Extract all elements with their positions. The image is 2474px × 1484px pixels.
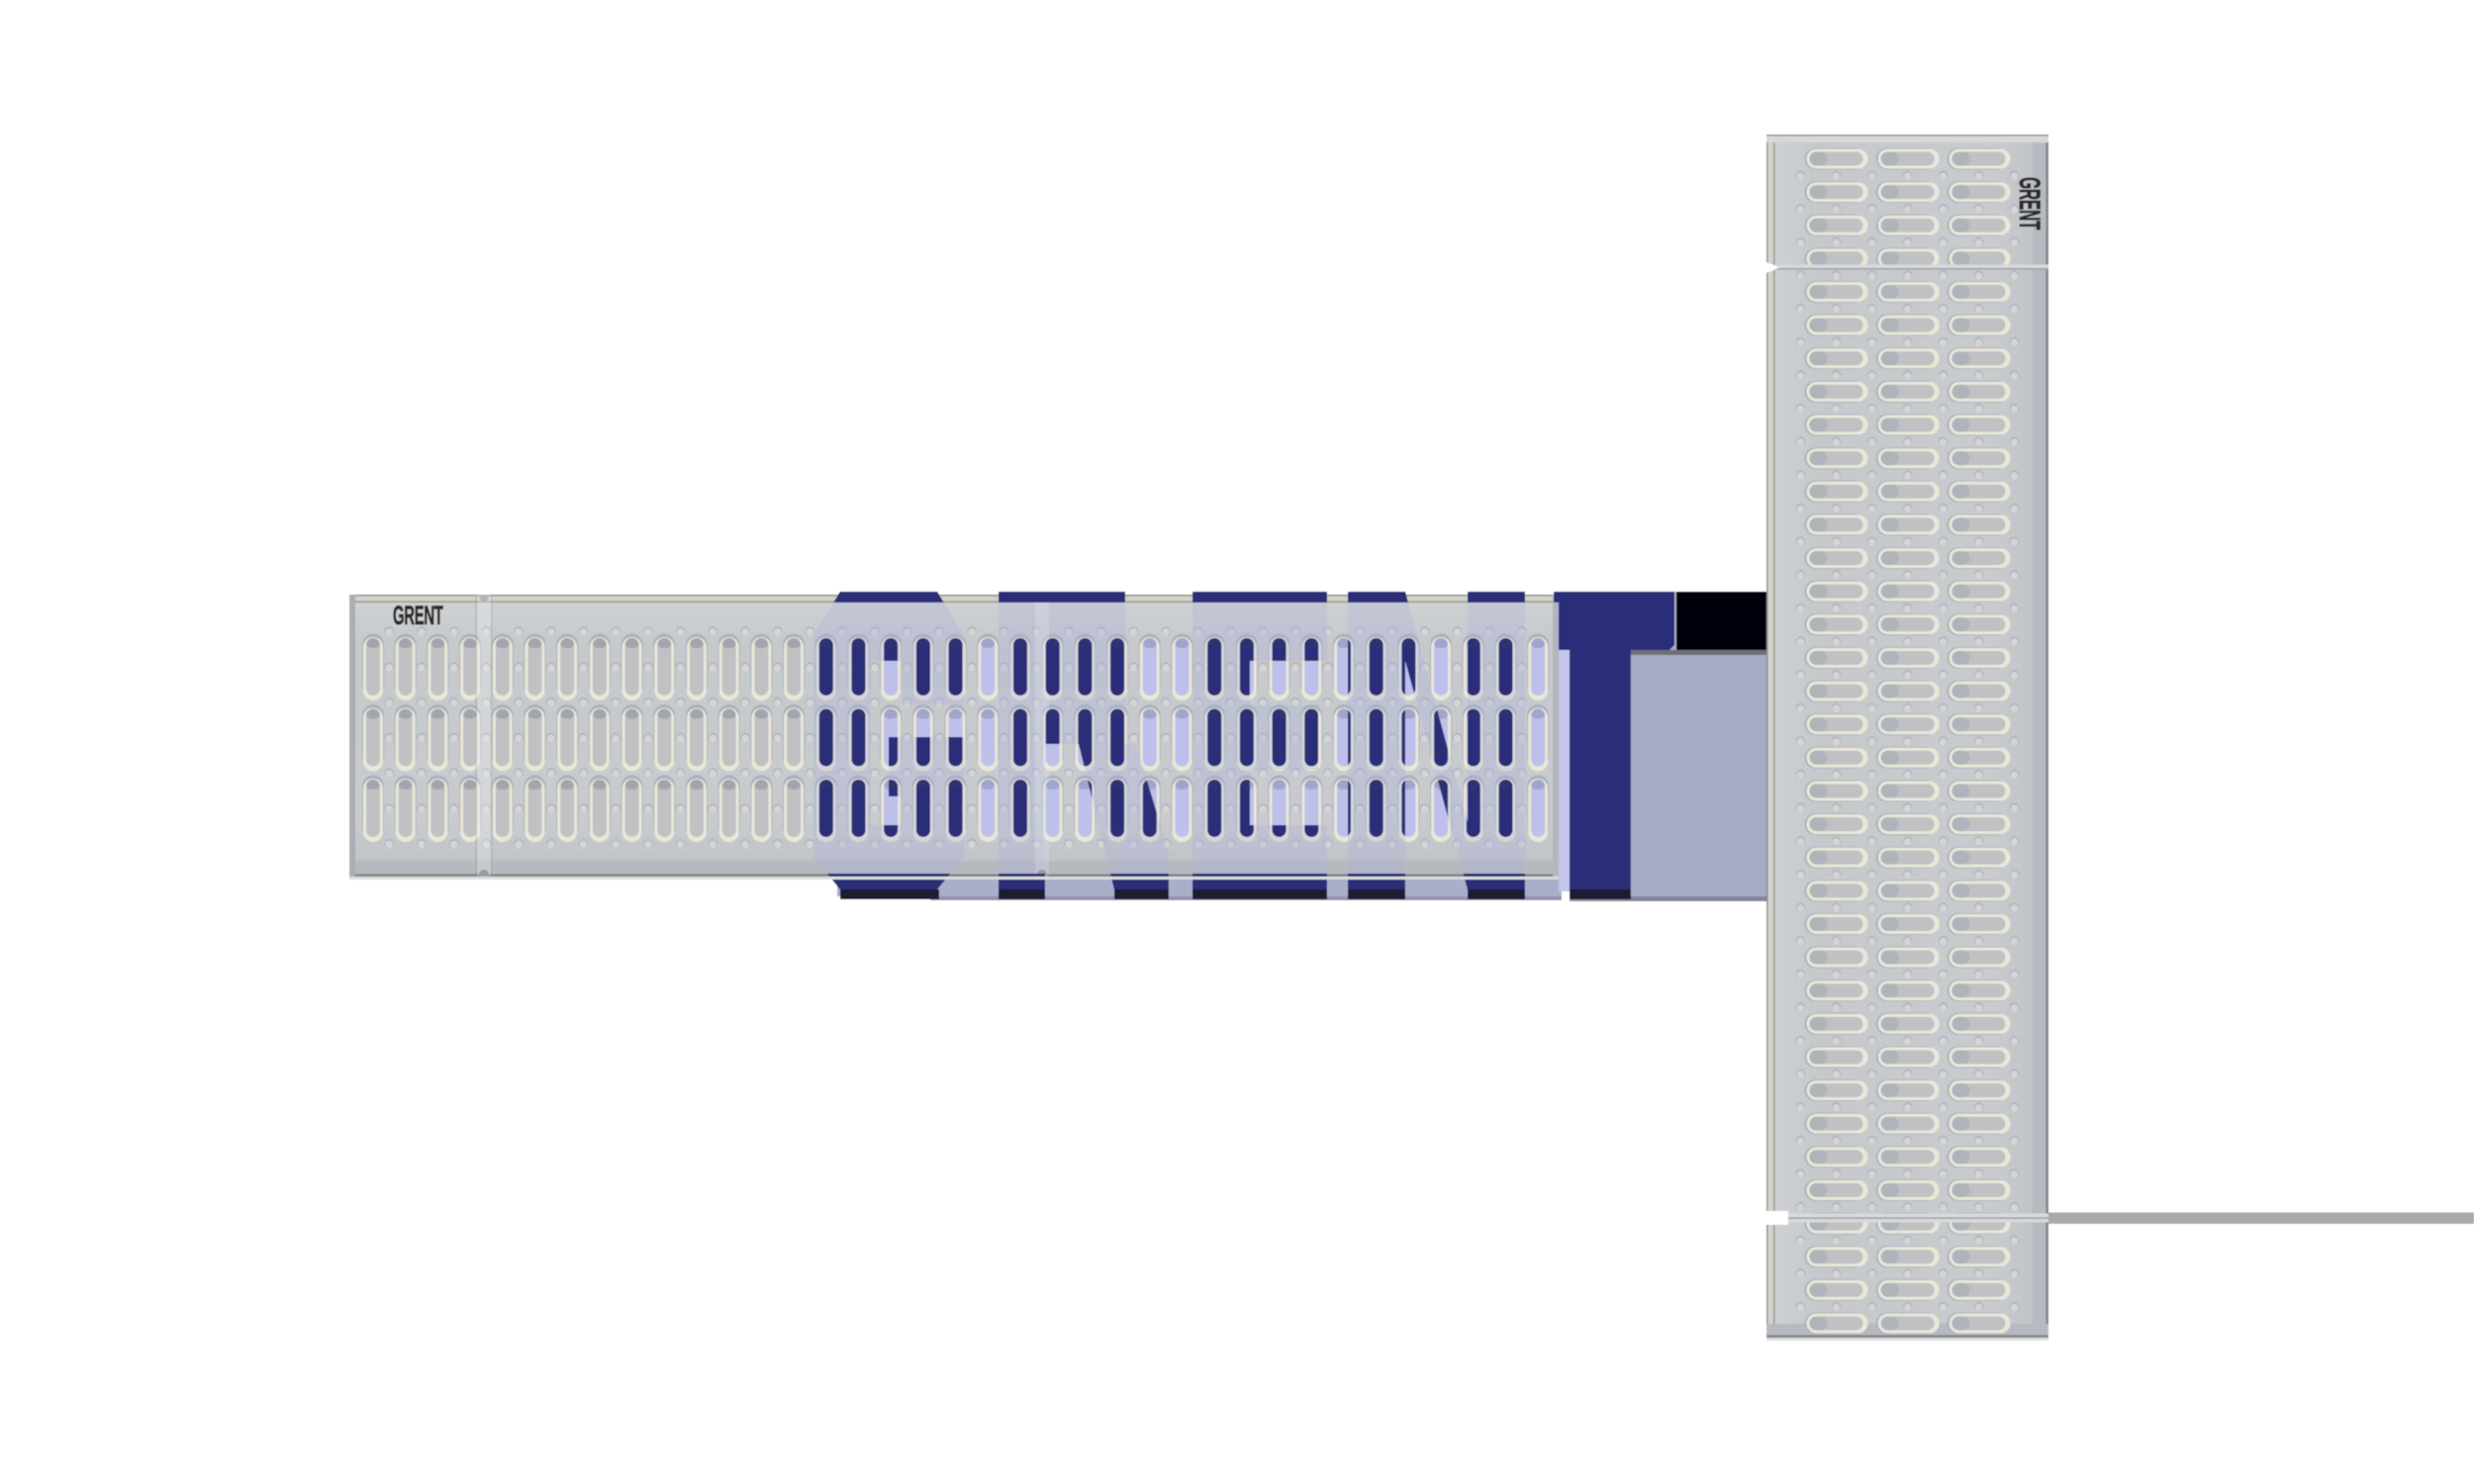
svg-text:GRENT: GRENT — [2012, 177, 2046, 231]
svg-text:GRENT: GRENT — [393, 600, 443, 630]
